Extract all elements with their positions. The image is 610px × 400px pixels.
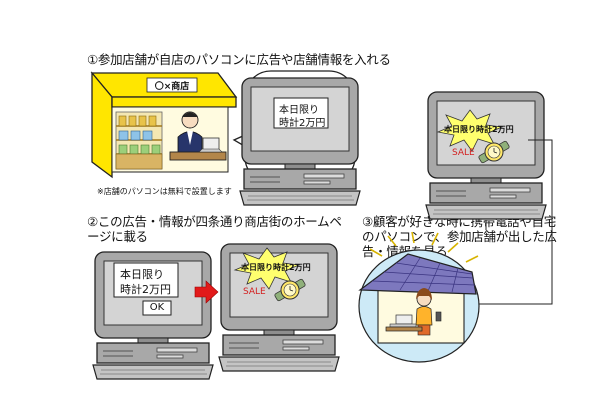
ok-button-shape [142,300,172,316]
step1-caption: ①参加店舗が自店のパソコンに広告や店舗情報を入れる [87,52,391,67]
shop-computer [239,77,361,206]
ad-text-line1: 本日限り [120,268,164,281]
shop-sign-board [146,77,198,93]
ok-button-label: OK [149,302,165,313]
arrow-icon [194,280,219,304]
ad-box-2 [113,262,179,298]
ad-text-line2: 時計2万円 [120,283,171,296]
ad-box-1 [273,97,329,129]
shop-pc-note: ※店舗のパソコンは無料で設置します [97,187,232,196]
shop-sign: 〇×商店 [154,82,190,92]
sale-label-1: SALE [452,148,475,158]
burst-text-2: 本日限り時計2万円 [241,263,311,272]
connector-line [466,139,553,305]
sale-label-2: SALE [243,287,266,297]
burst-text-1: 本日限り時計2万円 [444,125,514,134]
step2-caption: ②この広告・情報が四条通り商店街のホームページに載る [87,214,342,244]
ad-text-line2: 時計2万円 [279,118,326,129]
ad-text-line1: 本日限り [279,105,319,116]
house-scene [358,231,480,363]
